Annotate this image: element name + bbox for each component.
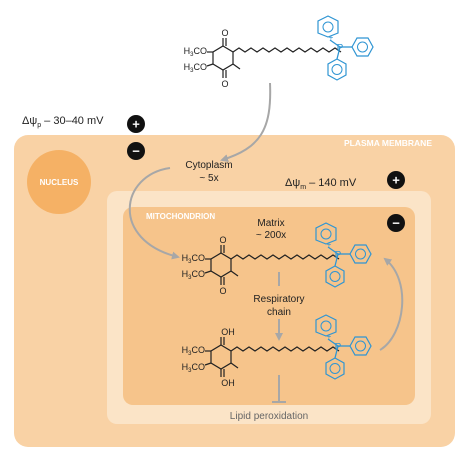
svg-text:+: + (329, 33, 334, 42)
svg-text:H3CO: H3CO (182, 269, 205, 281)
svg-text:H3CO: H3CO (184, 46, 207, 58)
svg-text:P: P (335, 250, 342, 261)
plasma-membrane-label: PLASMA MEMBRANE (344, 138, 432, 148)
svg-text:O: O (221, 79, 228, 89)
minus-badge-matrix: − (387, 214, 405, 232)
mitoq-quinone-extracellular: H3CO H3CO O O P + (184, 15, 374, 89)
svg-text:+: + (327, 240, 332, 249)
lipid-peroxidation-label: Lipid peroxidation (230, 411, 308, 422)
plus-badge-plasma: + (127, 115, 145, 133)
cytoplasm-factor: ~ 5x (199, 173, 218, 184)
svg-text:+: + (327, 332, 332, 341)
svg-text:OH: OH (221, 327, 235, 337)
nucleus (27, 150, 91, 214)
svg-text:−: − (132, 144, 140, 159)
svg-text:P: P (337, 43, 344, 54)
minus-badge-cytoplasm: − (127, 142, 145, 160)
respiratory-chain-label-2: chain (267, 307, 291, 318)
svg-text:+: + (392, 173, 400, 188)
mitoq-quinone-matrix: H3CO H3CO O O P + (182, 222, 372, 296)
svg-text:P: P (335, 342, 342, 353)
mitochondrion-label: MITOCHONDRION (146, 212, 215, 221)
cytoplasm-label: Cytoplasm (185, 160, 232, 171)
svg-text:O: O (221, 28, 228, 38)
svg-text:O: O (219, 286, 226, 296)
plus-badge-mito: + (387, 171, 405, 189)
svg-text:+: + (132, 117, 140, 132)
arrow-recycle (379, 257, 404, 351)
respiratory-chain-label-1: Respiratory (253, 294, 304, 305)
arrow-into-cytoplasm (220, 82, 272, 163)
svg-text:H3CO: H3CO (184, 62, 207, 74)
svg-text:H3CO: H3CO (182, 345, 205, 357)
mitochondrion-matrix (123, 207, 415, 405)
matrix-label: Matrix (257, 218, 284, 229)
nucleus-label: NUCLEUS (40, 178, 79, 187)
svg-text:H3CO: H3CO (182, 362, 205, 374)
svg-text:−: − (392, 216, 400, 231)
svg-text:H3CO: H3CO (182, 253, 205, 265)
mitoq-ubiquinol-matrix: H3CO H3CO OH OH P + (182, 314, 372, 388)
plasma-potential-label: Δψp – 30–40 mV (22, 115, 104, 129)
arrow-into-matrix (128, 167, 180, 260)
svg-text:OH: OH (221, 378, 235, 388)
svg-text:O: O (219, 235, 226, 245)
matrix-factor: ~ 200x (256, 230, 286, 241)
mito-potential-label: Δψm – 140 mV (285, 177, 357, 191)
